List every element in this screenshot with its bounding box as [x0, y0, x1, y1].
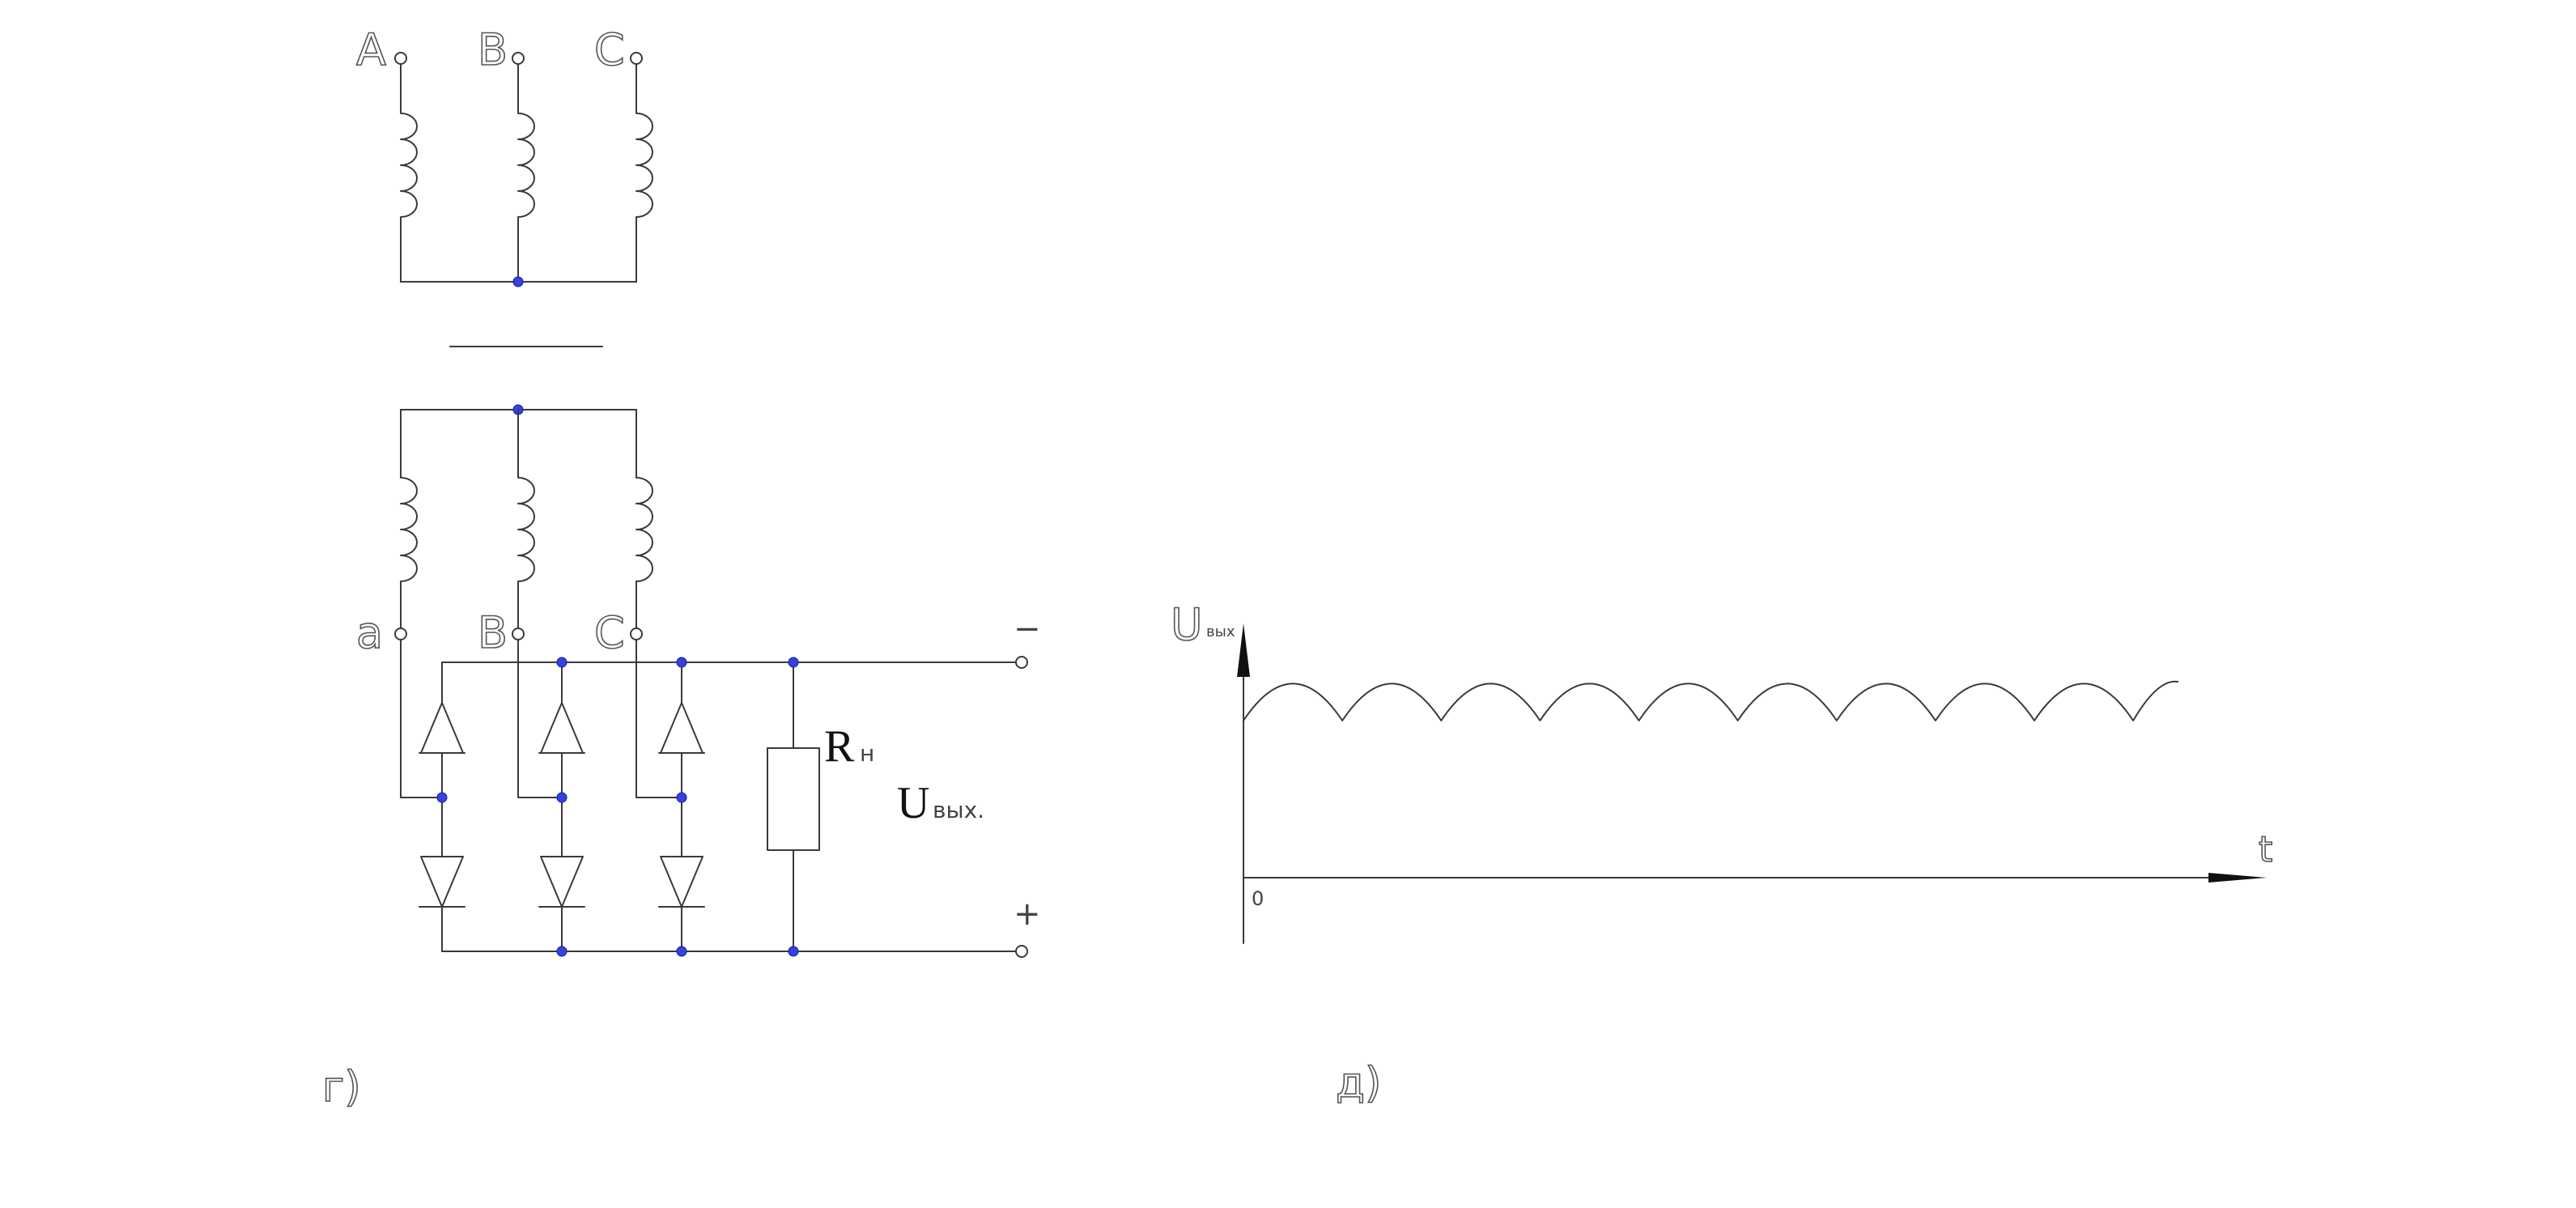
y-axis-arrow — [1237, 623, 1250, 677]
primary-coil-c — [635, 59, 653, 283]
secondary-terminal-label-c: C — [594, 607, 625, 658]
primary-winding-group: A B C — [355, 23, 653, 287]
y-axis-subscript: вых — [1206, 623, 1235, 640]
secondary-coil-c — [635, 409, 653, 635]
diode-b-upper — [538, 702, 585, 857]
secondary-coil-b — [517, 409, 535, 635]
primary-terminal-label-b: B — [478, 24, 508, 75]
primary-terminal-a — [394, 52, 407, 65]
phase-b-feed — [517, 639, 563, 798]
primary-neutral-node — [512, 276, 524, 287]
output-terminal-negative — [1015, 656, 1028, 669]
diode-c-lower — [658, 856, 705, 952]
secondary-terminal-b — [512, 627, 525, 640]
node-pos-load — [788, 946, 799, 957]
node-mid-b — [556, 792, 567, 803]
secondary-terminal-a — [394, 627, 407, 640]
diode-a-upper — [419, 702, 465, 857]
output-voltage-graph: U вых t 0 — [1170, 598, 2273, 944]
secondary-coil-a — [400, 409, 418, 635]
load-subscript: н — [860, 740, 874, 767]
bridge-leg-c — [658, 661, 705, 952]
output-voltage-subscript: вых. — [933, 797, 984, 823]
primary-coil-b — [517, 59, 535, 283]
bridge-leg-a — [419, 661, 465, 952]
diode-b-lower — [538, 856, 585, 952]
ripple-line — [1243, 680, 2179, 721]
phase-a-feed — [400, 639, 443, 798]
primary-coils — [394, 52, 653, 287]
node-mid-a — [436, 792, 448, 803]
circuit-caption: г) — [322, 1063, 361, 1112]
node-neg-c — [676, 657, 687, 668]
y-axis-label: U — [1171, 599, 1203, 650]
diode-a-lower — [419, 856, 465, 952]
rectifier-bridge: R н U вых. − + — [400, 610, 1041, 958]
x-axis-label: t — [2259, 829, 2272, 870]
junction-nodes — [436, 657, 799, 957]
plus-sign: + — [1014, 895, 1041, 933]
primary-terminal-b — [512, 52, 525, 65]
node-pos-b — [556, 946, 567, 957]
primary-terminal-label-a: A — [356, 24, 386, 75]
primary-terminal-label-c: C — [594, 24, 625, 75]
load-resistor — [767, 747, 820, 851]
output-terminal-positive — [1015, 945, 1028, 958]
minus-sign: − — [1014, 610, 1041, 648]
secondary-terminal-label-b: B — [478, 607, 508, 658]
node-mid-c — [676, 792, 687, 803]
diode-c-upper — [658, 702, 705, 857]
primary-coil-a — [400, 59, 418, 283]
primary-terminal-c — [630, 52, 643, 65]
secondary-terminal-label-a: a — [356, 607, 383, 658]
secondary-terminal-c — [630, 627, 643, 640]
node-pos-c — [676, 946, 687, 957]
secondary-winding-group: a B C — [355, 404, 653, 659]
x-axis-arrow — [2208, 873, 2267, 883]
node-neg-b — [556, 657, 567, 668]
graph-caption: д) — [1336, 1059, 1381, 1108]
output-voltage-label: U — [897, 778, 929, 828]
load-label: R — [824, 721, 855, 772]
origin-label: 0 — [1252, 887, 1264, 910]
ripple-waveform — [1243, 680, 2179, 721]
bridge-leg-b — [538, 661, 585, 952]
node-neg-load — [788, 657, 799, 668]
phase-c-feed — [635, 639, 682, 798]
